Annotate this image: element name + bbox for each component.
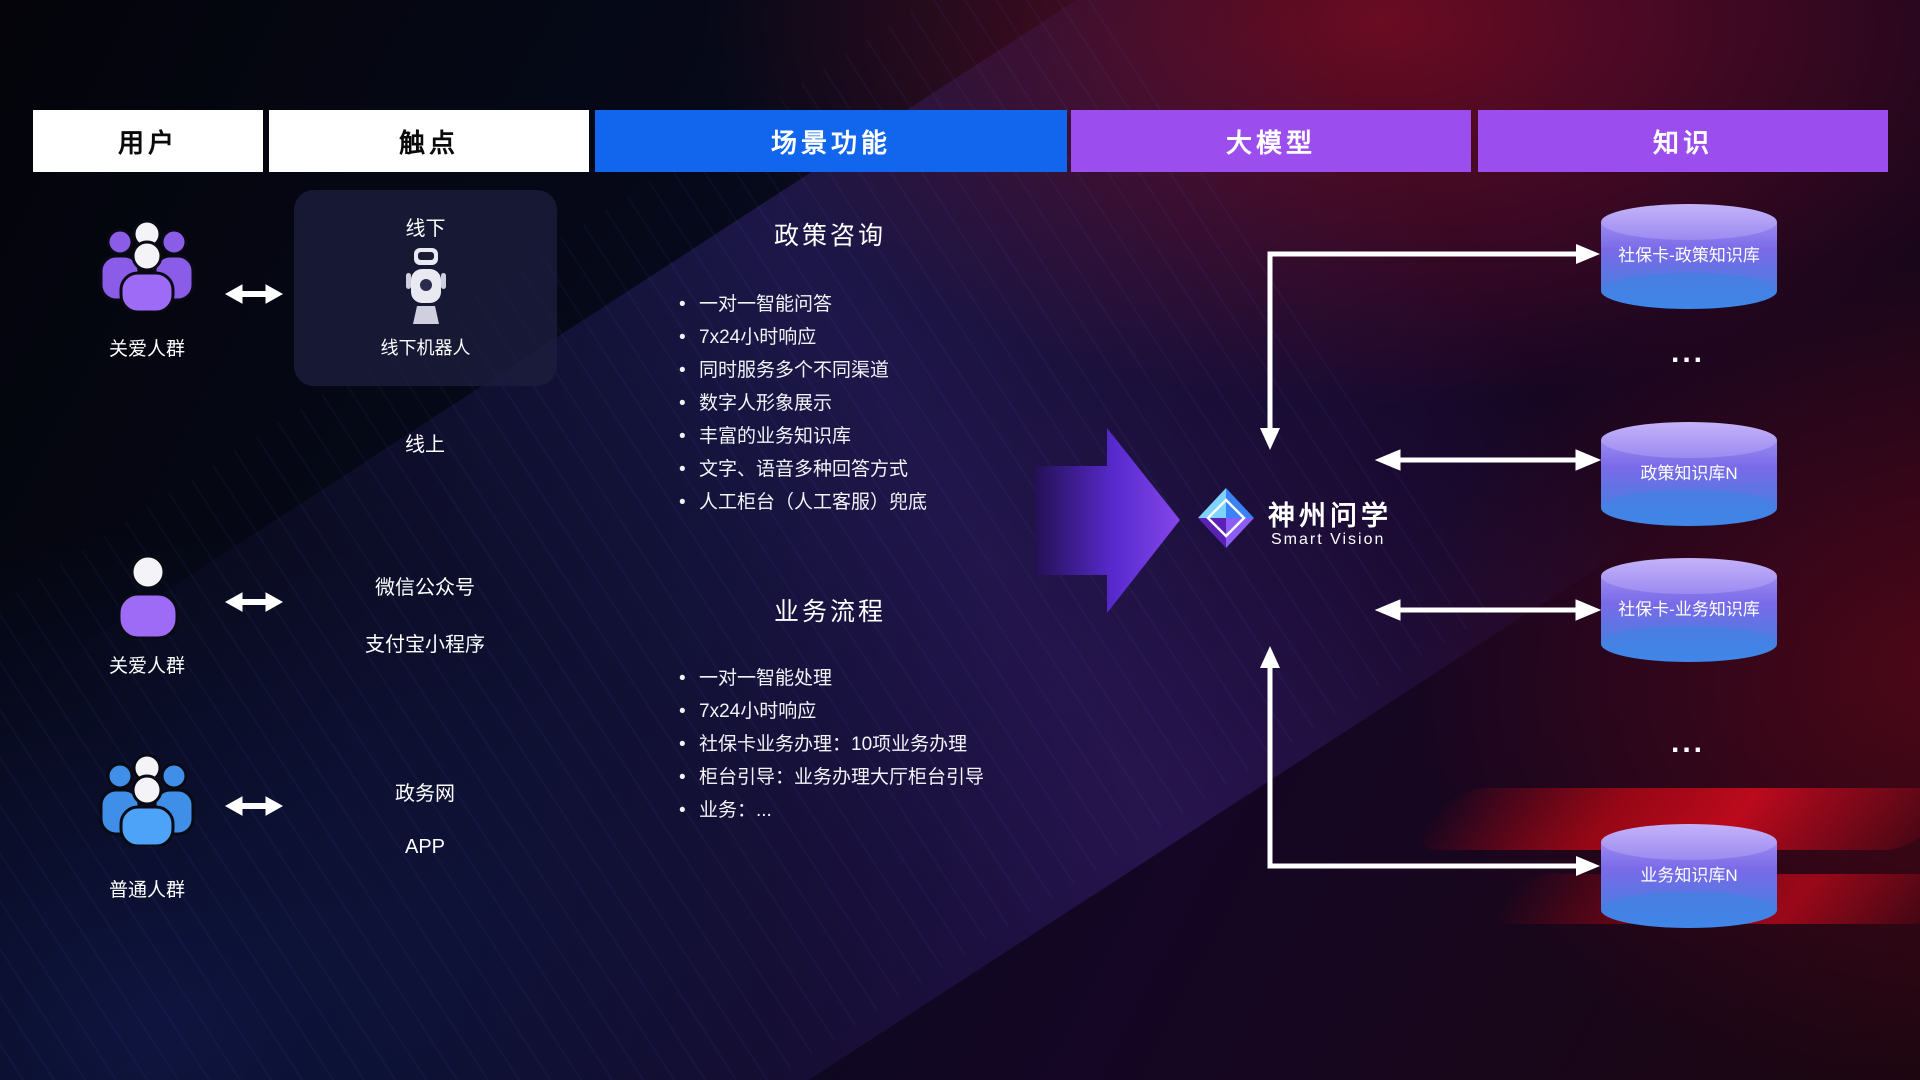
offline-robot-card: 线下 线下机器人 xyxy=(294,190,557,386)
cylinder-bottom xyxy=(1601,273,1777,309)
list-item: 社保卡业务办理：10项业务办理 xyxy=(677,728,984,761)
offline-robot-label: 线下机器人 xyxy=(380,338,471,358)
list-item: 柜台引导：业务办理大厅柜台引导 xyxy=(677,761,984,794)
list-item: 文字、语音多种回答方式 xyxy=(677,453,927,486)
group-people-purple-icon xyxy=(99,219,195,312)
kb-cylinder-sscard-business: 社保卡-业务知识库 xyxy=(1601,558,1777,662)
kb-label: 业务知识库N xyxy=(1640,865,1738,885)
cylinder-top xyxy=(1601,204,1777,240)
list-item: 7x24小时响应 xyxy=(677,695,984,728)
policy-consult-list: 一对一智能问答 7x24小时响应 同时服务多个不同渠道 数字人形象展示 丰富的业… xyxy=(677,288,927,519)
list-item: 7x24小时响应 xyxy=(677,321,927,354)
scene-title-business-process: 业务流程 xyxy=(773,598,886,626)
list-item: 人工柜台（人工客服）兜底 xyxy=(677,486,927,519)
ellipsis-business: ... xyxy=(1670,726,1705,759)
user-label-ordinary-group: 普通人群 xyxy=(108,880,185,901)
list-item: 同时服务多个不同渠道 xyxy=(677,354,927,387)
cylinder-top xyxy=(1601,558,1777,594)
kb-label: 社保卡-政策知识库 xyxy=(1618,246,1760,266)
scene-title-policy-consult: 政策咨询 xyxy=(773,222,886,250)
kb-cylinder-sscard-policy: 社保卡-政策知识库 xyxy=(1601,204,1777,309)
list-item: 数字人形象展示 xyxy=(677,387,927,420)
user-label-care-group-1: 关爱人群 xyxy=(108,339,185,360)
header-large-model: 大模型 xyxy=(1071,110,1471,172)
kb-cylinder-policy-n: 政策知识库N xyxy=(1601,422,1777,526)
cylinder-top xyxy=(1601,422,1777,458)
cylinder-bottom xyxy=(1601,490,1777,526)
touchpoint-app: APP xyxy=(404,836,446,858)
user-label-care-group-2: 关爱人群 xyxy=(108,656,185,677)
smart-vision-logo-icon xyxy=(1198,488,1254,548)
header-scene-functions: 场景功能 xyxy=(595,110,1067,172)
touchpoint-alipay: 支付宝小程序 xyxy=(365,634,485,656)
offline-title: 线下 xyxy=(405,218,446,240)
ellipsis-policy: ... xyxy=(1670,336,1705,369)
header-knowledge: 知识 xyxy=(1478,110,1888,172)
business-process-list: 一对一智能处理 7x24小时响应 社保卡业务办理：10项业务办理 柜台引导：业务… xyxy=(677,662,984,827)
model-subtitle: Smart Vision xyxy=(1271,531,1386,548)
cylinder-top xyxy=(1601,824,1777,860)
kb-cylinder-business-n: 业务知识库N xyxy=(1601,824,1777,928)
touchpoint-gov-web: 政务网 xyxy=(395,783,455,805)
model-name: 神州问学 xyxy=(1268,501,1392,531)
touchpoint-wechat: 微信公众号 xyxy=(375,577,475,599)
header-users: 用户 xyxy=(33,110,263,172)
single-person-purple-icon xyxy=(117,554,179,638)
robot-icon xyxy=(406,248,446,324)
list-item: 一对一智能处理 xyxy=(677,662,984,695)
online-title: 线上 xyxy=(405,434,445,456)
kb-label: 社保卡-业务知识库 xyxy=(1618,599,1760,619)
header-touchpoints: 触点 xyxy=(269,110,589,172)
list-item: 一对一智能问答 xyxy=(677,288,927,321)
cylinder-bottom xyxy=(1601,626,1777,662)
list-item: 丰富的业务知识库 xyxy=(677,420,927,453)
group-people-blue-icon xyxy=(99,753,195,846)
cylinder-bottom xyxy=(1601,892,1777,928)
list-item: 业务：... xyxy=(677,794,984,827)
kb-label: 政策知识库N xyxy=(1640,463,1738,483)
